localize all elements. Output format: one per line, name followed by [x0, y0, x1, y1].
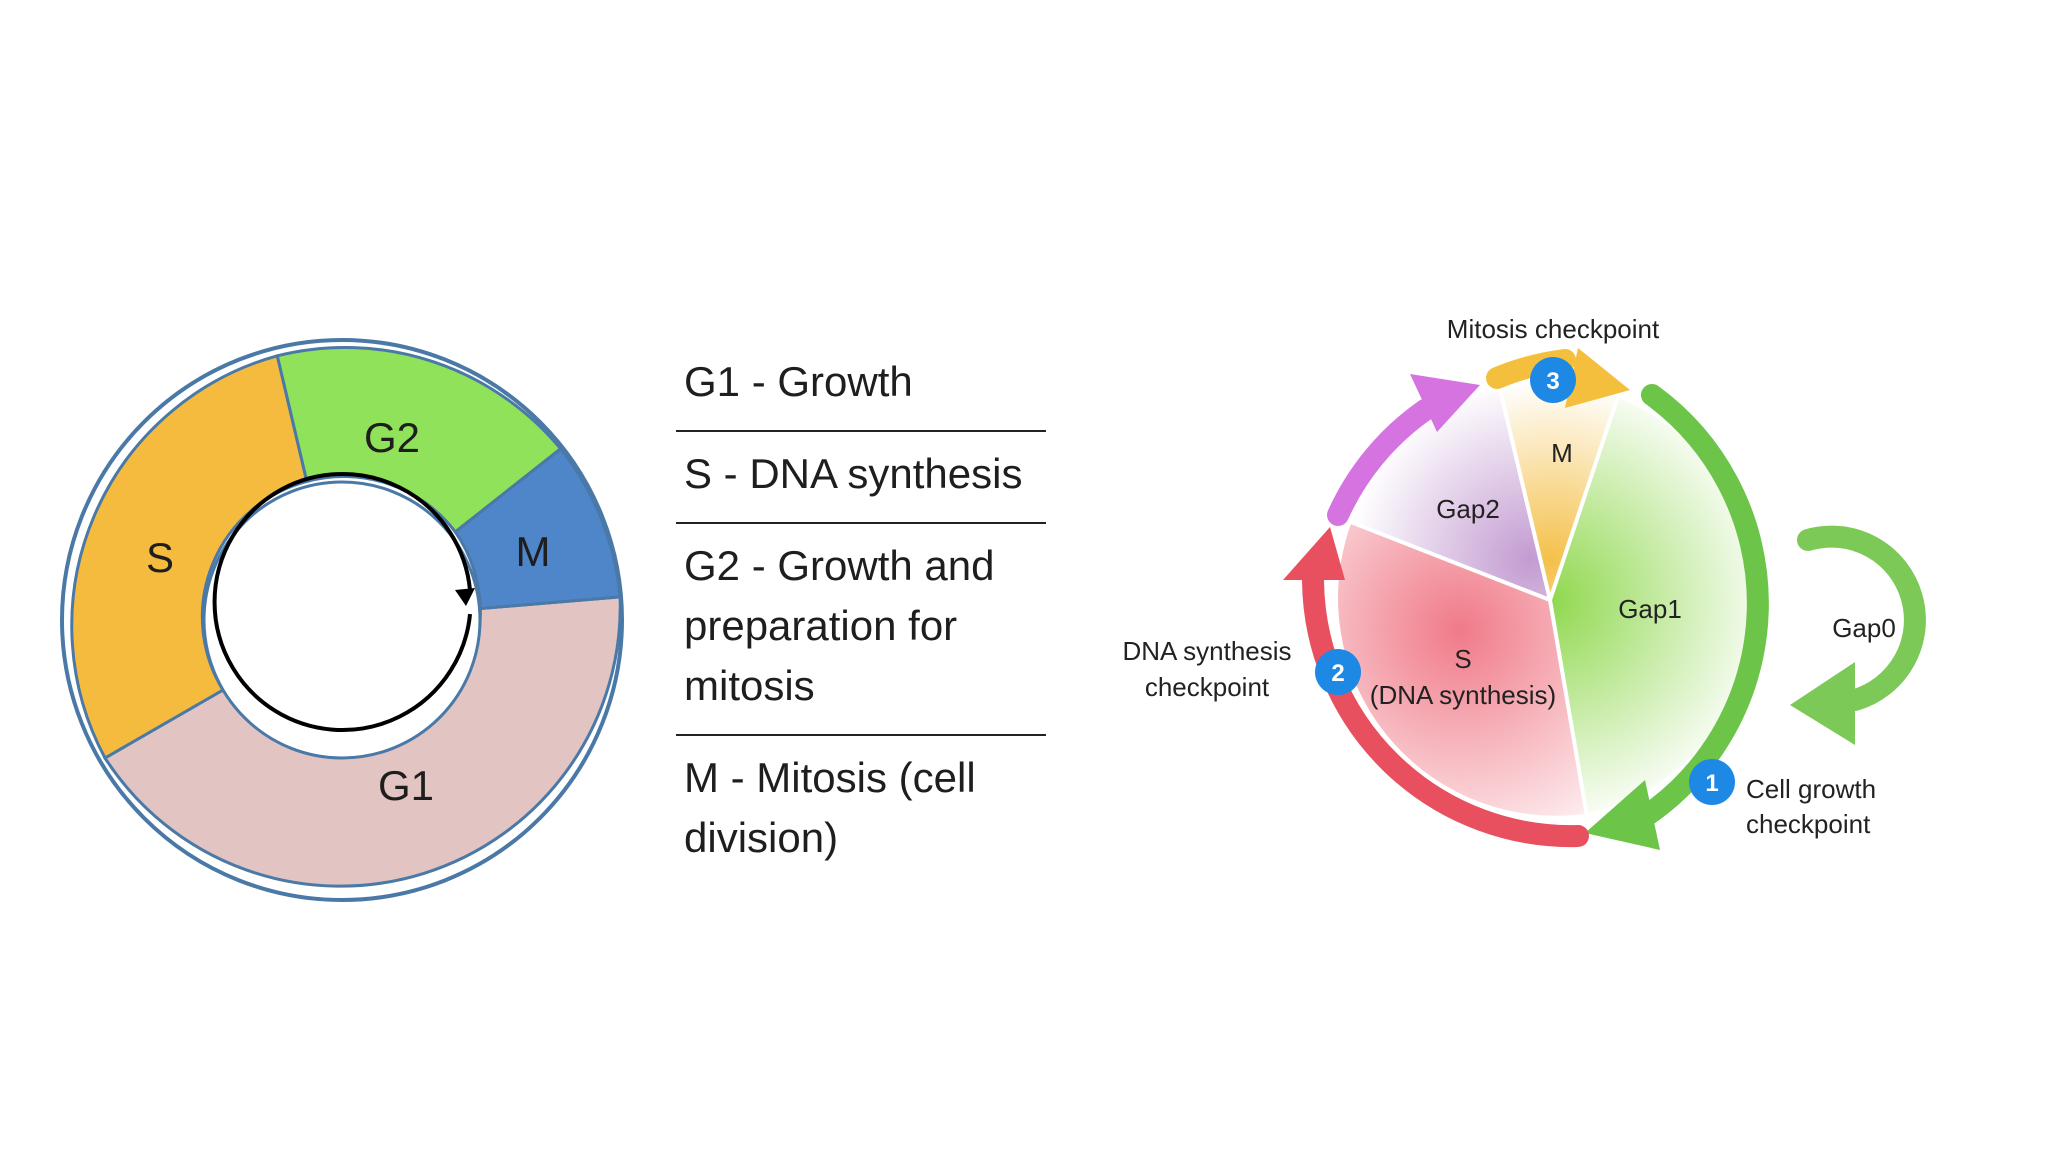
- legend-item-g2-text: G2 - Growth and preparation for mitosis: [684, 542, 995, 709]
- phase-legend: G1 - Growth S - DNA synthesis G2 - Growt…: [676, 340, 1046, 886]
- legend-item-s-text: S - DNA synthesis: [684, 450, 1023, 497]
- arc-gap1-arrowhead-icon: [1585, 780, 1660, 850]
- legend-item-g1-text: G1 - Growth: [684, 358, 913, 405]
- legend-item-m: M - Mitosis (cell division): [676, 736, 1046, 886]
- left-cycle: G2 S M G1: [60, 338, 624, 902]
- phase-g2-segment: [275, 345, 563, 535]
- arc-m-arrowhead-icon: [1565, 348, 1630, 408]
- phase-g1-label: G1: [378, 762, 434, 809]
- sector-m: [1499, 383, 1618, 600]
- legend-item-g2: G2 - Growth and preparation for mitosis: [676, 524, 1046, 736]
- checkpoint-1-badge: [1689, 759, 1735, 805]
- phase-g2-label: G2: [364, 414, 420, 461]
- arc-gap2-arrowhead-icon: [1410, 374, 1480, 432]
- legend-item-m-text: M - Mitosis (cell division): [684, 754, 976, 861]
- checkpoint-2-label-line2: checkpoint: [1145, 672, 1270, 702]
- checkpoint-2-number: 2: [1331, 660, 1344, 687]
- checkpoint-1-label: Cell growth: [1746, 774, 1876, 804]
- inner-hole: [202, 480, 482, 760]
- legend-item-g1: G1 - Growth: [676, 340, 1046, 432]
- arrow-head-icon: [455, 588, 475, 606]
- right-cycle: Gap1 S (DNA synthesis) Gap2 M Gap0 1 Cel…: [1122, 314, 1926, 850]
- checkpoint-3-label: Mitosis checkpoint: [1447, 314, 1660, 344]
- checkpoint-3-badge: [1530, 357, 1576, 403]
- sector-gap2-label: Gap2: [1436, 494, 1500, 524]
- sector-s: [1338, 522, 1587, 816]
- gap0-loop: [1797, 525, 1926, 711]
- phase-s-label: S: [146, 534, 174, 581]
- phase-m-label: M: [516, 528, 551, 575]
- sector-gap2: [1351, 387, 1550, 600]
- arc-s-arrowhead-icon: [1283, 527, 1345, 580]
- sector-s-label: S: [1454, 644, 1471, 674]
- legend-item-s: S - DNA synthesis: [676, 432, 1046, 524]
- gap0-arrowhead-icon: [1790, 662, 1855, 745]
- sector-s-sublabel: (DNA synthesis): [1370, 680, 1556, 710]
- arc-gap2: [1327, 399, 1436, 526]
- checkpoint-2-label: DNA synthesis: [1122, 636, 1291, 666]
- checkpoint-2-badge: [1315, 649, 1361, 695]
- checkpoint-1-number: 1: [1705, 770, 1718, 797]
- gap0-label: Gap0: [1832, 613, 1896, 643]
- arc-s: [1302, 569, 1589, 848]
- sector-gap1: [1550, 397, 1757, 814]
- phase-s-segment: [70, 353, 309, 761]
- sector-gap1-label: Gap1: [1618, 594, 1682, 624]
- checkpoint-1-label-line2: checkpoint: [1746, 809, 1871, 839]
- sector-m-label: M: [1551, 438, 1573, 468]
- checkpoint-3-number: 3: [1546, 368, 1559, 395]
- cycle-direction-arrow: [212, 472, 472, 732]
